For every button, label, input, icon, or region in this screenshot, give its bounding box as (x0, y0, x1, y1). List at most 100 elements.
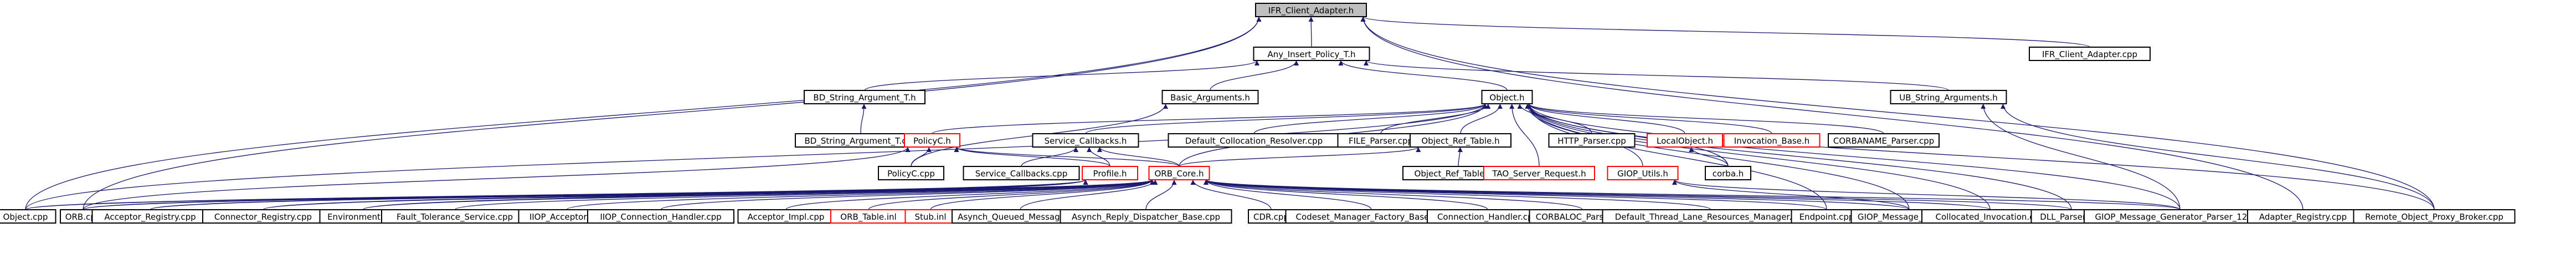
node-box (587, 209, 734, 224)
node-box (1705, 166, 1751, 180)
edge-n43-to-n5 (1526, 103, 1827, 210)
node-stub-inl[interactable]: Stub.inl (904, 209, 957, 224)
node-box (1337, 133, 1425, 148)
node-box (1483, 166, 1595, 180)
edge-n28-to-n20 (263, 179, 1155, 210)
node-box (202, 209, 324, 224)
edge-n12-to-n5 (1460, 103, 1503, 134)
edge-n22-to-n5 (1509, 103, 1540, 167)
node-giop-utils-h[interactable]: GIOP_Utils.h (1607, 166, 1679, 180)
node-profile-h[interactable]: Profile.h (1082, 166, 1138, 180)
edge-n20-to-n12 (1179, 146, 1421, 167)
node-bd-string-argument-t-h[interactable]: BD_String_Argument_T.h (804, 90, 925, 104)
node-default-thread-lane-resources-manager-cpp[interactable]: Default_Thread_Lane_Resources_Manager.cp… (1602, 209, 1820, 224)
edge-n36-to-n20 (1020, 179, 1158, 210)
node-orb-core-h[interactable]: ORB_Core.h (1148, 166, 1210, 180)
node-corba-h[interactable]: corba.h (1705, 166, 1751, 180)
node-file-parser-cpp[interactable]: FILE_Parser.cpp (1337, 133, 1425, 148)
node-giop-message-generator-parser-12-cpp[interactable]: GIOP_Message_Generator_Parser_12.cpp (2084, 209, 2276, 224)
node-adapter-registry-cpp[interactable]: Adapter_Registry.cpp (2247, 209, 2359, 224)
node-box (737, 209, 835, 224)
node-box (2247, 209, 2359, 224)
node-policyc-h[interactable]: PolicyC.h (904, 133, 960, 148)
node-object-cpp[interactable]: Object.cpp (0, 209, 56, 224)
edge-n44-to-n5 (1526, 103, 1910, 210)
node-box (1161, 90, 1259, 104)
node-acceptor-registry-cpp[interactable]: Acceptor_Registry.cpp (91, 209, 209, 224)
node-label: Connection_Handler.cpp (1437, 212, 1538, 222)
node-label: Object.cpp (3, 212, 48, 222)
node-box (1791, 209, 1863, 224)
edge-n49-to-n0 (1360, 16, 2435, 210)
node-label: GIOP_Message_Generator_Parser_12.cpp (2095, 212, 2265, 222)
node-ifr-client-adapter-h[interactable]: IFR_Client_Adapter.h (1255, 3, 1367, 17)
node-label: Acceptor_Impl.cpp (748, 212, 825, 222)
node-remote-object-proxy-broker-cpp[interactable]: Remote_Object_Proxy_Broker.cpp (2353, 209, 2516, 224)
node-default-collocation-resolver-cpp[interactable]: Default_Collocation_Resolver.cpp (1168, 133, 1340, 148)
node-ifr-client-adapter-cpp[interactable]: IFR_Client_Adapter.cpp (2029, 47, 2151, 61)
node-label: IFR_Client_Adapter.h (1268, 6, 1354, 16)
edge-n9-to-n5 (1085, 103, 1488, 134)
node-label: IIOP_Connection_Handler.cpp (600, 212, 721, 222)
edge-n47-to-n23 (1672, 179, 2181, 210)
node-label: GIOP_Utils.h (1617, 169, 1668, 179)
edge-n20-to-n8 (954, 146, 1180, 167)
edge-n18-to-n9 (1021, 146, 1079, 167)
edge-n31-to-n20 (566, 179, 1155, 210)
dependency-edges (25, 16, 2435, 210)
node-invocation-base-h[interactable]: Invocation_Base.h (1723, 133, 1821, 148)
node-object-ref-table-h[interactable]: Object_Ref_Table.h (1410, 133, 1511, 148)
node-label: Invocation_Base.h (1734, 136, 1809, 146)
node-box (804, 90, 925, 104)
node-box (2353, 209, 2516, 224)
node-corbaname-parser-cpp[interactable]: CORBANAME_Parser.cpp (1828, 133, 1940, 148)
node-label: corba.h (1713, 169, 1744, 179)
edge-n17-to-n8 (911, 146, 932, 167)
node-label: Remote_Object_Proxy_Broker.cpp (2365, 212, 2503, 222)
edge-n14-to-n5 (1526, 103, 1685, 134)
edge-n10-to-n5 (1253, 103, 1488, 134)
node-label: Object.h (1489, 93, 1524, 103)
node-box (1723, 133, 1821, 148)
node-connector-registry-cpp[interactable]: Connector_Registry.cpp (202, 209, 324, 224)
graph-nodes: IFR_Client_Adapter.hAny_Insert_Policy_T.… (0, 3, 2516, 224)
node-box (2084, 209, 2276, 224)
node-service-callbacks-h[interactable]: Service_Callbacks.h (1032, 133, 1139, 148)
node-label: Collocated_Invocation.cpp (1936, 212, 2045, 222)
node-box (1828, 133, 1940, 148)
node-box (1410, 133, 1511, 148)
edge-n47-to-n6 (1981, 103, 2181, 210)
node-service-callbacks-cpp[interactable]: Service_Callbacks.cpp (963, 166, 1080, 180)
edge-n35-to-n20 (930, 179, 1155, 210)
node-label: Environment.cpp (327, 212, 398, 222)
node-http-parser-cpp[interactable]: HTTP_Parser.cpp (1548, 133, 1636, 148)
node-object-h[interactable]: Object.h (1481, 90, 1533, 104)
edge-n1-to-n0 (1308, 16, 1314, 48)
node-label: Asynch_Queued_Message.cpp (958, 212, 1083, 222)
edge-n33-to-n20 (785, 179, 1155, 210)
node-orb-table-inl[interactable]: ORB_Table.inl (830, 209, 907, 224)
edge-n37-to-n20 (1145, 179, 1177, 210)
node-basic-arguments-h[interactable]: Basic_Arguments.h (1161, 90, 1259, 104)
node-box (1427, 209, 1549, 224)
node-label: Acceptor_Registry.cpp (104, 212, 196, 222)
node-endpoint-cpp[interactable]: Endpoint.cpp (1791, 209, 1863, 224)
node-label: BD_String_Argument_T.cpp (805, 136, 917, 146)
node-fault-tolerance-service-cpp[interactable]: Fault_Tolerance_Service.cpp (381, 209, 528, 224)
edge-n5-to-n1 (1338, 60, 1508, 91)
node-acceptor-impl-cpp[interactable]: Acceptor_Impl.cpp (737, 209, 835, 224)
node-ub-string-arguments-h[interactable]: UB_String_Arguments.h (1890, 90, 2007, 104)
node-label: Adapter_Registry.cpp (2259, 212, 2347, 222)
node-tao-server-request-h[interactable]: TAO_Server_Request.h (1483, 166, 1595, 180)
node-box (1890, 90, 2007, 104)
node-any-insert-policy-t-h[interactable]: Any_Insert_Policy_T.h (1253, 47, 1370, 61)
node-label: Profile.h (1093, 169, 1127, 179)
node-connection-handler-cpp[interactable]: Connection_Handler.cpp (1427, 209, 1549, 224)
node-asynch-reply-dispatcher-base-cpp[interactable]: Asynch_Reply_Dispatcher_Base.cpp (1060, 209, 1232, 224)
node-iiop-connection-handler-cpp[interactable]: IIOP_Connection_Handler.cpp (587, 209, 734, 224)
node-label: Fault_Tolerance_Service.cpp (397, 212, 513, 222)
node-policyc-cpp[interactable]: PolicyC.cpp (878, 166, 944, 180)
node-localobject-h[interactable]: LocalObject.h (1647, 133, 1723, 148)
node-box (963, 166, 1080, 180)
